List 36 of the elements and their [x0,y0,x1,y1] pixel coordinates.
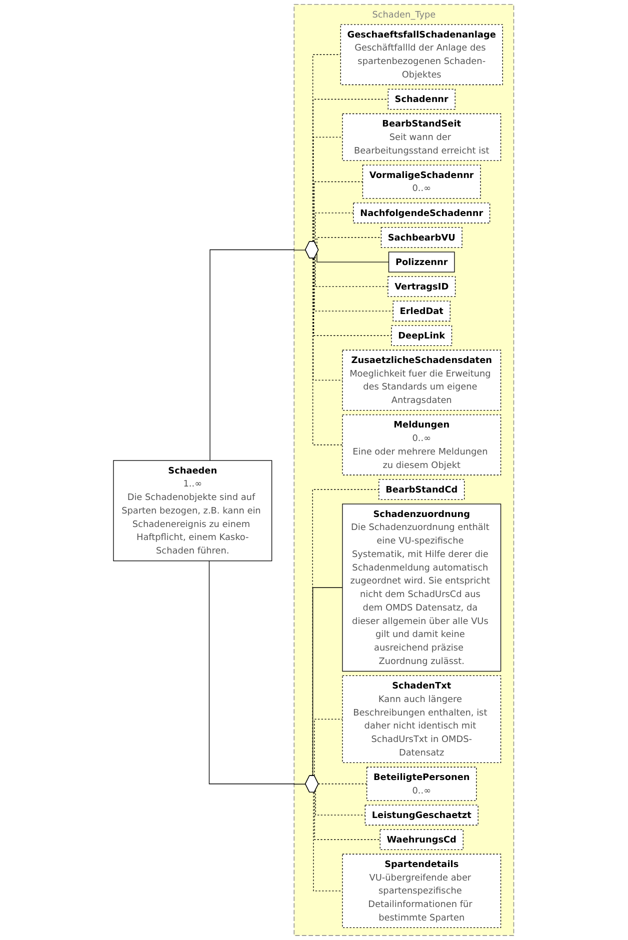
connector [312,587,344,776]
node-box: SachbearbVU [381,227,463,248]
node-box: Schadenzuordnung Die Schadenzuordnung enthält eine VU-spezifische Systematik, mit Hilfe derer die Schadenmeldung automatisch zugeordnet wird. Sie entspricht nicht dem SchadUrsCd aus dem OMDS Datensatz, da dieser allgemein über alle VUs gilt und damit keine ausreichend präzise Zuordnung zulässt. [342,504,502,672]
connector [315,256,389,287]
connector [316,253,390,262]
node-box: GeschaeftsfallSchadenanlage Geschäftfallld der Anlage des spartenbezogenen Schaden-Objektes [340,24,504,86]
node-box: ZusaetzlicheSchadensdaten Moeglichkeit fuer die Erweitung des Standards um eigene Antragsdaten [342,350,502,411]
node-box: BeteiligtePersonen 0..∞ [366,766,478,801]
node-box: ErledDat [393,300,451,322]
connector [314,792,344,892]
node-box: Schadennr [388,88,456,110]
connector [315,212,354,244]
connector [314,181,364,242]
connector [314,718,344,776]
node-box: Schaeden 1..∞ Die Schadenobjekte sind auf Sparten bezogen, z.B. kann ein Schadenereignis zu einem Haftpflicht, einem Kasko-Schaden führen. [114,460,273,562]
node-box: VertragsID [388,276,456,297]
connector [312,258,344,446]
connector [314,258,392,336]
node-box: VormaligeSchadennr 0..∞ [362,164,482,199]
connector [313,98,389,242]
node-box: Meldungen 0..∞ Eine oder mehrere Meldungen zu diesem Objekt [342,414,502,476]
connector [314,792,381,840]
connector [210,249,306,461]
node-box: NachfolgendeSchadennr [353,202,491,224]
node-box: Spartendetails VU-übergreifende aber spartenspezifische Detailinformationen für bestimmte Sparten [342,854,502,928]
node-box: BearbStandSeit Seit wann der Bearbeitungsstand erreicht ist [342,113,502,161]
node-box: SchadenTxt Kann auch längere Beschreibungen enthalten, ist daher nicht identisch mit SchadUrsTxt in OMDS-Datensatz [342,675,502,764]
node-box: BearbStandCd [378,479,466,500]
node-box: WaehrungsCd [380,829,464,850]
node-box: Polizzennr [388,252,456,272]
connector [313,136,344,242]
connector [312,489,380,776]
connector [313,258,344,381]
node-box: DeepLink [392,325,452,346]
connector [209,560,306,784]
node-box: LeistungGeschaetzt [365,804,479,826]
